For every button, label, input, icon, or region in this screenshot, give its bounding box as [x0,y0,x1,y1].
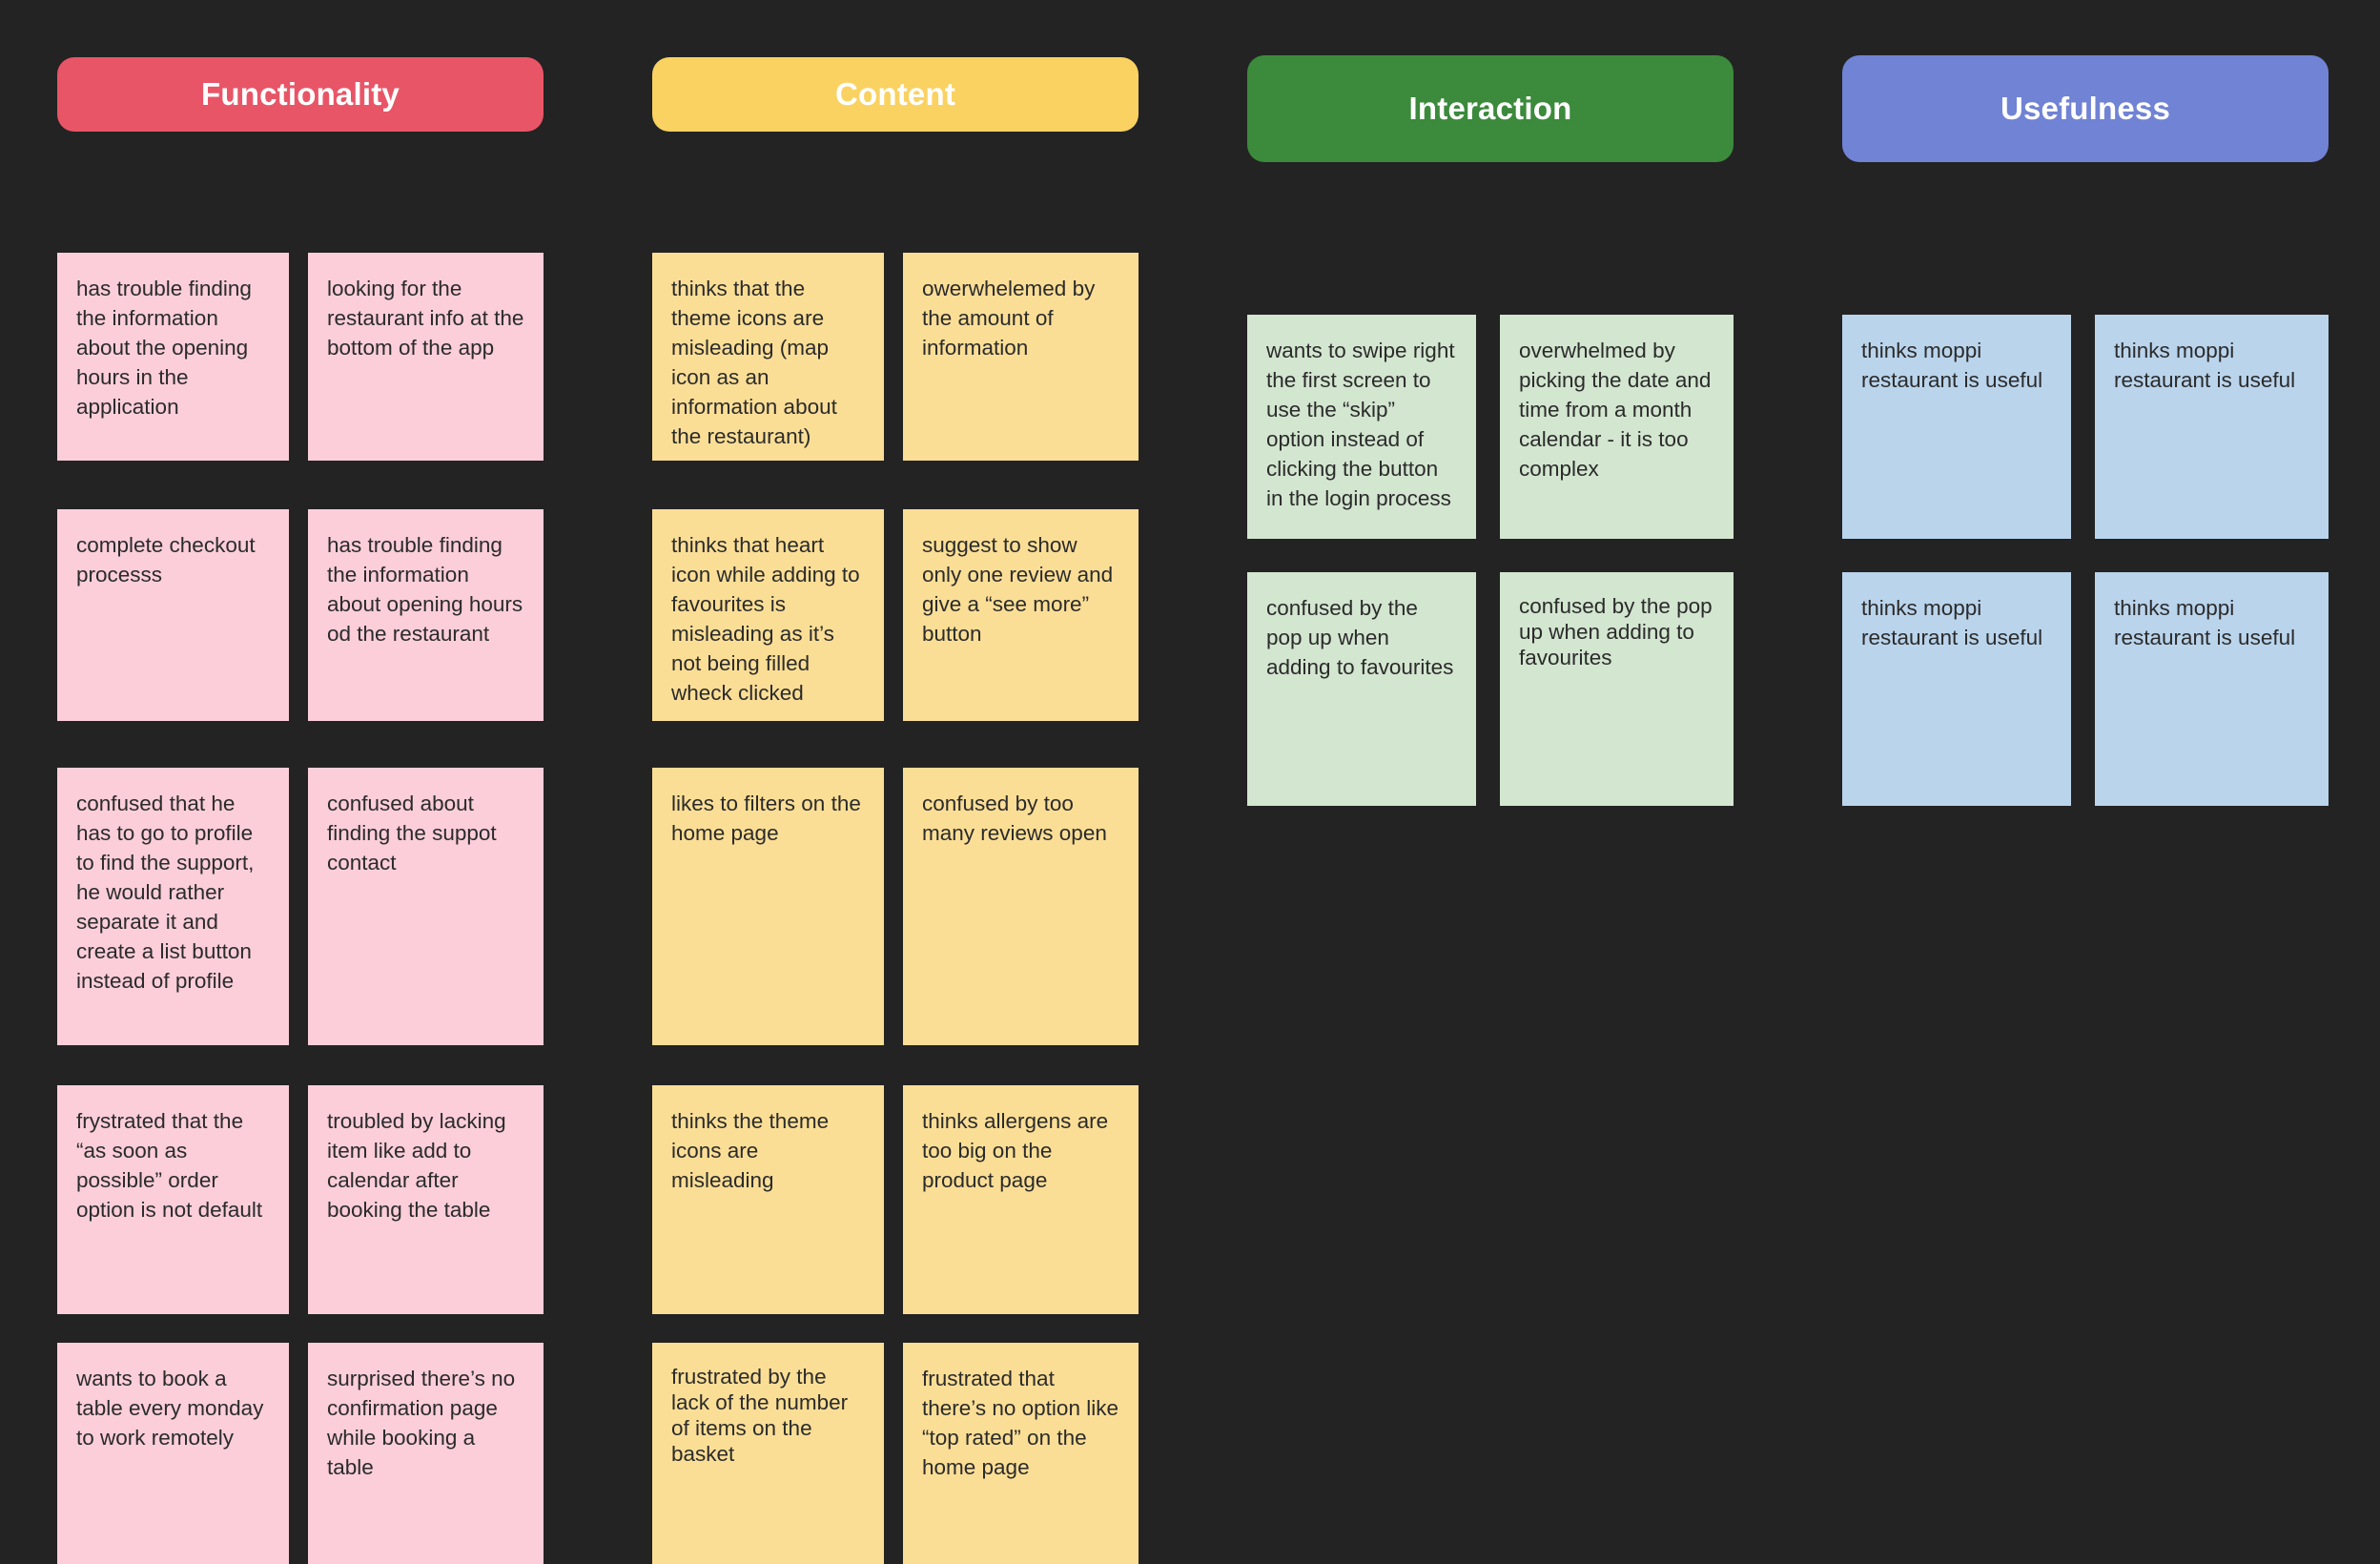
sticky-note[interactable]: thinks the theme icons are misleading [652,1085,884,1314]
sticky-note-text: overwhelmed by picking the date and time… [1519,339,1712,481]
column-functionality: Functionality has trouble finding the in… [57,0,544,1564]
sticky-note-text: confused by the pop up when adding to fa… [1519,594,1713,669]
sticky-note-text: complete checkout processs [76,533,256,586]
column-interaction: Interaction wants to swipe right the fir… [1247,0,1734,806]
column-title-interaction: Interaction [1408,91,1572,126]
sticky-note[interactable]: wants to book a table every monday to wo… [57,1343,289,1564]
sticky-note[interactable]: frystrated that the “as soon as possible… [57,1085,289,1314]
sticky-note[interactable]: wants to swipe right the first screen to… [1247,315,1476,539]
sticky-note[interactable]: confused about finding the suppot contac… [308,768,544,1045]
sticky-note[interactable]: frustrated that there’s no option like “… [903,1343,1139,1564]
sticky-note[interactable]: thinks that heart icon while adding to f… [652,509,884,721]
sticky-note-text: looking for the restaurant info at the b… [327,277,524,360]
column-content: Content thinks that the theme icons are … [652,0,1139,1564]
sticky-note-text: thinks moppi restaurant is useful [1861,339,2043,392]
sticky-note-text: thinks moppi restaurant is useful [2114,596,2296,649]
sticky-note[interactable]: confused by the pop up when adding to fa… [1247,572,1476,806]
sticky-note-text: wants to book a table every monday to wo… [76,1367,264,1450]
sticky-note-text: thinks moppi restaurant is useful [2114,339,2296,392]
sticky-note-text: thinks moppi restaurant is useful [1861,596,2043,649]
sticky-note[interactable]: confused that he has to go to profile to… [57,768,289,1045]
sticky-note-text: confused that he has to go to profile to… [76,792,255,993]
sticky-note[interactable]: complete checkout processs [57,509,289,721]
column-title-usefulness: Usefulness [2000,91,2171,126]
sticky-note-text: has trouble finding the information abou… [76,277,252,419]
sticky-note[interactable]: likes to filters on the home page [652,768,884,1045]
sticky-note-text: frustrated that there’s no option like “… [922,1367,1118,1479]
sticky-note[interactable]: looking for the restaurant info at the b… [308,253,544,461]
sticky-note-text: confused by the pop up when adding to fa… [1266,596,1454,679]
sticky-note-text: thinks that the theme icons are misleadi… [671,277,837,448]
column-title-functionality: Functionality [201,76,400,112]
sticky-note-text: has trouble finding the information abou… [327,533,523,646]
sticky-note-text: suggest to show only one review and give… [922,533,1114,646]
affinity-diagram-board: Functionality has trouble finding the in… [57,0,2329,1564]
sticky-note[interactable]: confused by the pop up when adding to fa… [1500,572,1734,806]
sticky-note[interactable]: thinks moppi restaurant is useful [2095,572,2329,806]
sticky-note[interactable]: thinks that the theme icons are misleadi… [652,253,884,461]
column-usefulness: Usefulness thinks moppi restaurant is us… [1842,0,2329,806]
sticky-note[interactable]: has trouble finding the information abou… [308,509,544,721]
sticky-note-text: surprised there’s no confirmation page w… [327,1367,516,1479]
sticky-note-text: wants to swipe right the first screen to… [1266,339,1455,510]
column-header-content[interactable]: Content [652,57,1139,132]
sticky-note-text: thinks the theme icons are misleading [671,1109,830,1192]
sticky-note[interactable]: thinks moppi restaurant is useful [2095,315,2329,539]
sticky-note[interactable]: confused by too many reviews open [903,768,1139,1045]
sticky-note[interactable]: surprised there’s no confirmation page w… [308,1343,544,1564]
column-header-interaction[interactable]: Interaction [1247,55,1734,162]
sticky-note[interactable]: frustrated by the lack of the number of … [652,1343,884,1564]
sticky-note-text: confused about finding the suppot contac… [327,792,497,875]
sticky-note[interactable]: suggest to show only one review and give… [903,509,1139,721]
sticky-note-text: thinks allergens are too big on the prod… [922,1109,1109,1192]
sticky-note[interactable]: thinks moppi restaurant is useful [1842,572,2071,806]
sticky-note[interactable]: owerwhelemed by the amount of informatio… [903,253,1139,461]
column-title-content: Content [834,76,956,112]
sticky-note-text: frustrated by the lack of the number of … [671,1365,849,1466]
sticky-note[interactable]: thinks allergens are too big on the prod… [903,1085,1139,1314]
sticky-note[interactable]: overwhelmed by picking the date and time… [1500,315,1734,539]
sticky-note[interactable]: thinks moppi restaurant is useful [1842,315,2071,539]
sticky-note-text: likes to filters on the home page [671,792,861,845]
sticky-note[interactable]: troubled by lacking item like add to cal… [308,1085,544,1314]
sticky-note-text: troubled by lacking item like add to cal… [327,1109,506,1222]
sticky-note-text: frystrated that the “as soon as possible… [76,1109,263,1222]
sticky-note-text: confused by too many reviews open [922,792,1107,845]
column-header-usefulness[interactable]: Usefulness [1842,55,2329,162]
sticky-note-text: thinks that heart icon while adding to f… [671,533,860,705]
sticky-note[interactable]: has trouble finding the information abou… [57,253,289,461]
column-header-functionality[interactable]: Functionality [57,57,544,132]
sticky-note-text: owerwhelemed by the amount of informatio… [922,277,1096,360]
